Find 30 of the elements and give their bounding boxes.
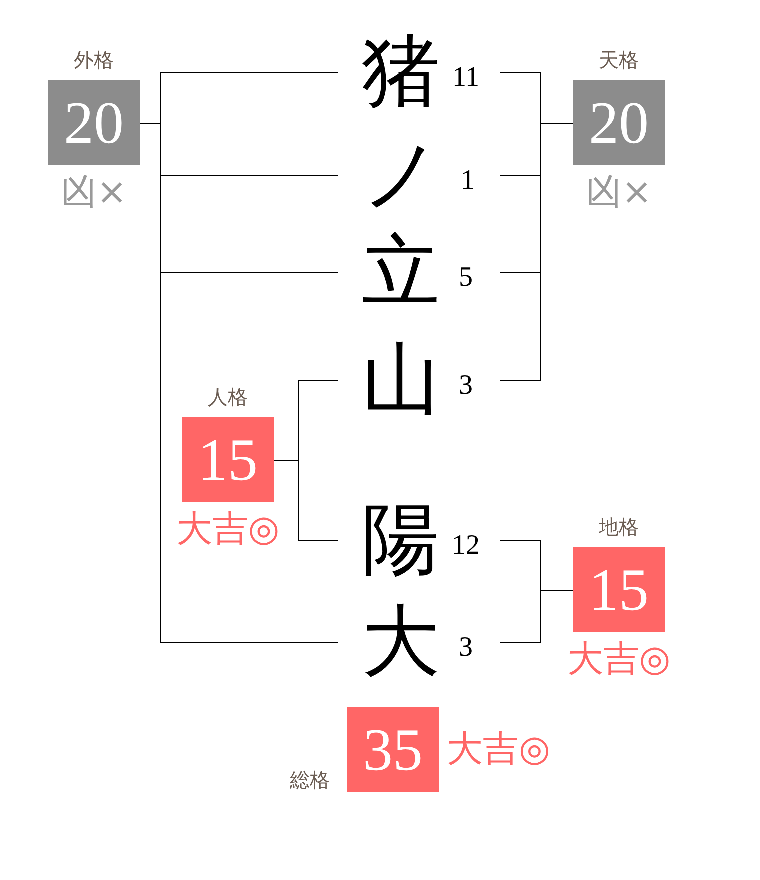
score-box: 20 [573, 80, 665, 165]
name-character: 立 [362, 233, 440, 311]
connector-line [500, 123, 574, 381]
stroke-count: 3 [458, 634, 474, 662]
stroke-count: 1 [460, 167, 476, 195]
category-label: 地格 [599, 515, 639, 539]
fortune-verdict: 大吉◎ [447, 730, 550, 770]
connector-line [274, 460, 338, 541]
name-character: 山 [362, 341, 440, 419]
score-box: 15 [182, 417, 274, 502]
category-label: 外格 [74, 48, 114, 72]
connector-line [500, 590, 574, 643]
category-label: 総格 [290, 768, 330, 792]
stroke-count: 5 [458, 264, 474, 292]
fortune-verdict: 大吉◎ [567, 640, 671, 680]
fortune-verdict: 凶× [60, 173, 128, 213]
stroke-count: 11 [452, 64, 480, 92]
stroke-count: 3 [458, 372, 474, 400]
score-box: 20 [48, 80, 140, 165]
score-box: 15 [573, 547, 665, 632]
name-character: 陽 [362, 501, 440, 579]
fortune-verdict: 凶× [586, 173, 652, 213]
score-box: 35 [347, 707, 439, 792]
category-label: 天格 [599, 48, 639, 72]
fortune-verdict: 大吉◎ [176, 510, 280, 550]
stroke-count: 12 [451, 532, 481, 560]
name-character: ノ [362, 136, 442, 214]
category-label: 人格 [208, 385, 248, 409]
name-character: 猪 [362, 33, 440, 111]
name-character: 大 [362, 603, 440, 681]
